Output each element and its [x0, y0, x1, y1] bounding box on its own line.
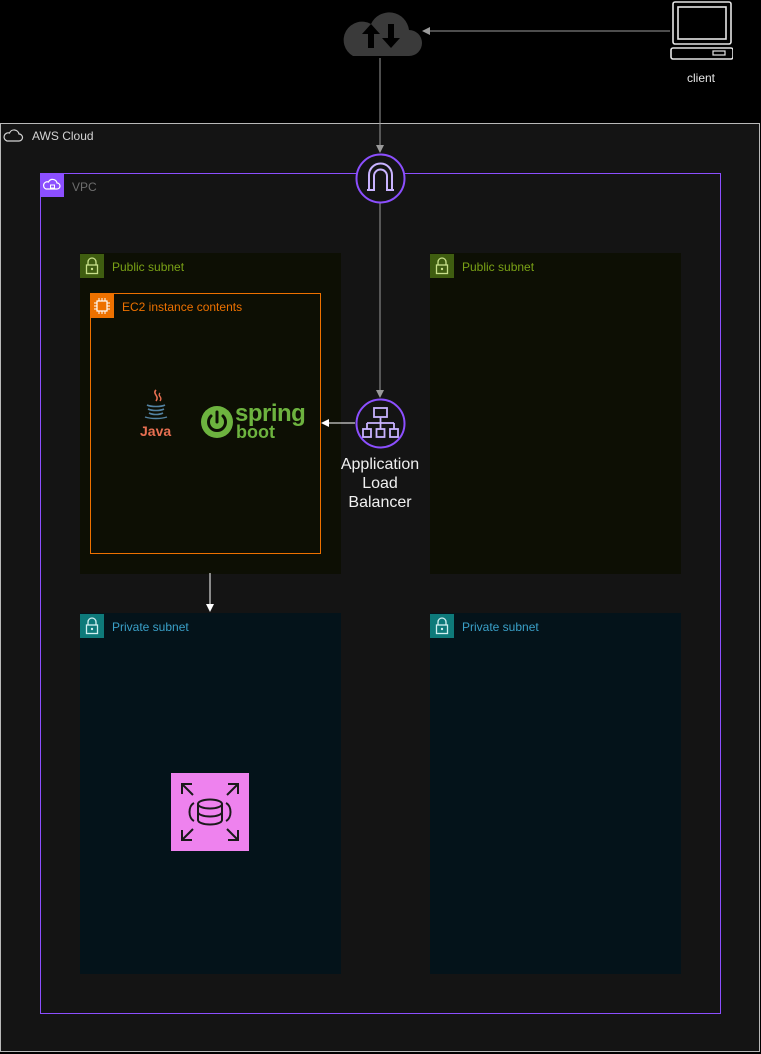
private-subnet-1-label: Private subnet: [112, 620, 189, 634]
vpc-icon: [40, 173, 64, 197]
client-label: client: [687, 71, 716, 85]
spring-text: spring: [235, 400, 306, 427]
java-cup-icon: [144, 389, 168, 420]
alb-label-line2: Load: [362, 475, 398, 492]
aws-cloud-icon: [1, 124, 25, 148]
internet-gateway-icon: [355, 153, 406, 204]
cpu-chip-icon: [90, 294, 114, 318]
load-balancer-icon: [355, 398, 406, 449]
lock-icon: [430, 254, 454, 278]
private-subnet-2: [430, 613, 681, 974]
vpc-label: VPC: [72, 180, 97, 194]
rds-database: [171, 773, 249, 851]
public-subnet-1-label: Public subnet: [112, 260, 185, 274]
java-text: Java: [140, 423, 172, 439]
private-subnet-2-label: Private subnet: [462, 620, 539, 634]
public-subnet-2: [430, 253, 681, 574]
ec2-label: EC2 instance contents: [122, 300, 243, 314]
java-logo: Java: [139, 388, 173, 440]
alb-label-line3: Balancer: [348, 494, 412, 511]
laptop-icon: [670, 1, 733, 60]
rds-database-icon: [181, 783, 239, 841]
lock-icon: [430, 614, 454, 638]
internet-cloud-icon: [343, 12, 422, 56]
alb-label: Application Load Balancer: [330, 455, 430, 512]
lock-icon: [80, 614, 104, 638]
lock-icon: [80, 254, 104, 278]
ec2-instance-group: [90, 293, 321, 554]
boot-text: boot: [236, 422, 275, 442]
aws-cloud-label: AWS Cloud: [32, 129, 94, 143]
public-subnet-2-label: Public subnet: [462, 260, 535, 274]
spring-boot-logo: spring boot: [200, 400, 306, 444]
alb-label-line1: Application: [340, 456, 420, 473]
spring-power-icon: [201, 406, 233, 438]
